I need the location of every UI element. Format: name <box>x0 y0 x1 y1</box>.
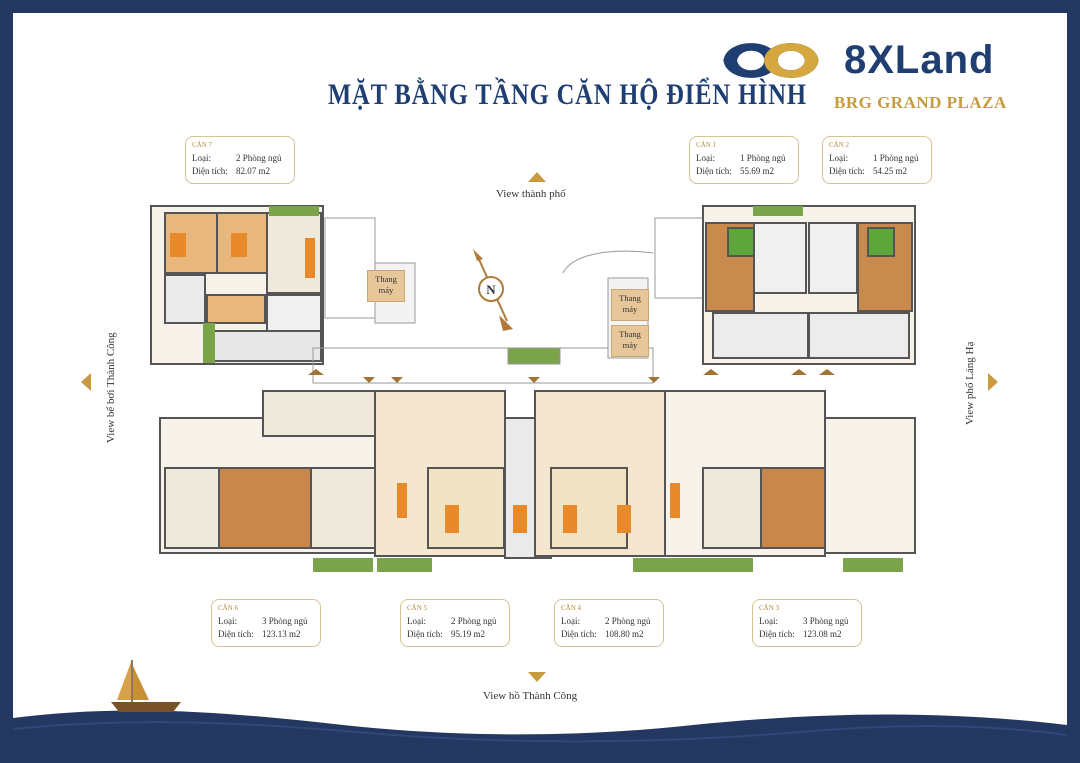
elevator-right-bottom: Thang máy <box>611 325 649 357</box>
unit-card-3: CĂN 3 Loại: 3 Phòng ngủ Diện tích: 123.08 … <box>752 599 862 647</box>
unit-code: CĂN 2 <box>829 141 850 149</box>
elevator-right-bottom-label: Thang máy <box>619 329 641 350</box>
unit-area: 54.25 m2 <box>873 166 908 176</box>
area-label: Diện tích: <box>829 166 865 176</box>
unit-area: 95.19 m2 <box>451 629 486 639</box>
view-bottom-label: View hồ Thành Công <box>483 690 578 702</box>
area-label: Diện tích: <box>696 166 732 176</box>
arrow-up-icon <box>528 172 546 182</box>
unit-area: 108.80 m2 <box>605 629 644 639</box>
unit-type: 3 Phòng ngủ <box>262 616 308 626</box>
unit-card-7: CĂN 7 Loại: 2 Phòng ngủ Diện tích: 82.07 m… <box>185 136 295 184</box>
compass-icon: N <box>473 249 513 331</box>
unit-area: 82.07 m2 <box>236 166 271 176</box>
corridor <box>312 347 654 384</box>
unit-code: CĂN 7 <box>192 141 213 149</box>
unit-code: CĂN 5 <box>407 604 428 612</box>
wave-border <box>13 710 1067 758</box>
type-label: Loại: <box>407 616 426 626</box>
area-label: Diện tích: <box>561 629 597 639</box>
brand-name: 8XLand <box>844 38 995 82</box>
area-label: Diện tích: <box>192 166 228 176</box>
view-top-label: View thành phố <box>496 188 566 200</box>
unit-card-5: CĂN 5 Loại: 2 Phòng ngủ Diện tích: 95.19 m… <box>400 599 510 647</box>
type-label: Loại: <box>759 616 778 626</box>
unit-type: 1 Phòng ngủ <box>873 153 919 163</box>
type-label: Loại: <box>696 153 715 163</box>
area-label: Diện tích: <box>218 629 254 639</box>
unit-card-1: CĂN 1 Loại: 1 Phòng ngủ Diện tích: 55.69 m… <box>689 136 799 184</box>
unit-type: 3 Phòng ngủ <box>803 616 849 626</box>
unit-type: 2 Phòng ngủ <box>605 616 651 626</box>
arrow-right-icon <box>988 373 998 391</box>
page-title: MẶT BẰNG TẦNG CĂN HỘ ĐIỂN HÌNH <box>328 78 807 111</box>
unit-type: 2 Phòng ngủ <box>236 153 282 163</box>
balconies <box>203 206 903 572</box>
unit-code: CĂN 1 <box>696 141 717 149</box>
unit-markers <box>308 369 835 383</box>
compass-north-label: N <box>486 282 496 297</box>
type-label: Loại: <box>829 153 848 163</box>
sailboat-icon <box>111 660 181 712</box>
logo-infinity-icon <box>723 43 819 78</box>
floor-plan-drawing <box>150 205 916 572</box>
elevator-right-top: Thang máy <box>611 289 649 321</box>
unit-area: 123.13 m2 <box>262 629 301 639</box>
project-name: BRG GRAND PLAZA <box>834 93 1007 112</box>
unit-type: 1 Phòng ngủ <box>740 153 786 163</box>
bottom-units <box>159 390 916 559</box>
unit-area: 123.08 m2 <box>803 629 842 639</box>
unit-type: 2 Phòng ngủ <box>451 616 497 626</box>
unit-card-4: CĂN 4 Loại: 2 Phòng ngủ Diện tích: 108.80 … <box>554 599 664 647</box>
area-label: Diện tích: <box>759 629 795 639</box>
elevator-right-top-label: Thang máy <box>619 293 641 314</box>
area-label: Diện tích: <box>407 629 443 639</box>
elevator-left-label: Thang máy <box>375 274 397 295</box>
type-label: Loại: <box>561 616 580 626</box>
unit-card-6: CĂN 6 Loại: 3 Phòng ngủ Diện tích: 123.13 … <box>211 599 321 647</box>
top-right-units <box>702 205 916 365</box>
unit-code: CĂN 3 <box>759 604 780 612</box>
orange-furniture <box>170 233 680 533</box>
unit-code: CĂN 4 <box>561 604 582 612</box>
type-label: Loại: <box>218 616 237 626</box>
white-sheet: MẶT BẰNG TẦNG CĂN HỘ ĐIỂN HÌNH 8XLand BR… <box>13 13 1067 758</box>
arrow-down-icon <box>528 672 546 682</box>
unit-card-2: CĂN 2 Loại: 1 Phòng ngủ Diện tích: 54.25 m… <box>822 136 932 184</box>
arrow-left-icon <box>81 373 91 391</box>
type-label: Loại: <box>192 153 211 163</box>
unit-area: 55.69 m2 <box>740 166 775 176</box>
elevator-left: Thang máy <box>367 270 405 302</box>
top-left-unit <box>150 205 324 365</box>
unit-code: CĂN 6 <box>218 604 239 612</box>
